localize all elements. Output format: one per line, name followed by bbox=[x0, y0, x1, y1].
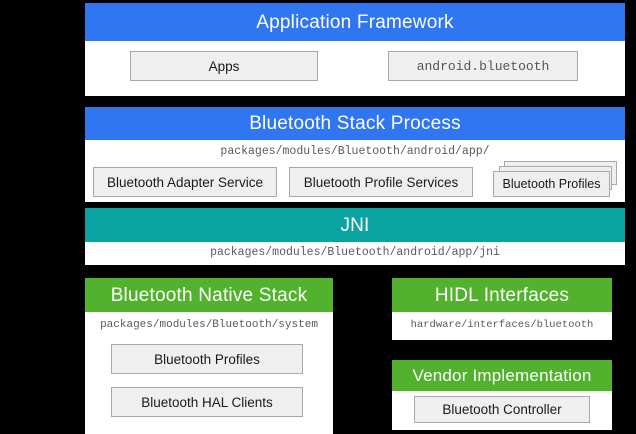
layer-hidl-interfaces: HIDL Interfaces hardware/interfaces/blue… bbox=[392, 278, 612, 340]
bluetooth-profiles-box: Bluetooth Profiles bbox=[493, 171, 610, 197]
bluetooth-hal-clients-box: Bluetooth HAL Clients bbox=[111, 387, 303, 417]
hidl-interfaces-body: hardware/interfaces/bluetooth bbox=[392, 312, 612, 340]
layer-vendor-implementation: Vendor Implementation Bluetooth Controll… bbox=[392, 360, 612, 430]
layer-jni: JNI packages/modules/Bluetooth/android/a… bbox=[85, 208, 625, 265]
bluetooth-native-stack-body: packages/modules/Bluetooth/system Blueto… bbox=[85, 312, 333, 434]
android-bluetooth-box: android.bluetooth bbox=[388, 51, 578, 81]
application-framework-body: Apps android.bluetooth bbox=[85, 41, 625, 96]
native-bluetooth-profiles-box: Bluetooth Profiles bbox=[111, 344, 303, 374]
jni-path-label: packages/modules/Bluetooth/android/app/j… bbox=[210, 246, 500, 259]
bluetooth-stack-process-header: Bluetooth Stack Process bbox=[85, 107, 625, 140]
bluetooth-controller-box: Bluetooth Controller bbox=[414, 396, 590, 423]
vendor-implementation-body: Bluetooth Controller bbox=[392, 391, 612, 430]
jni-body: packages/modules/Bluetooth/android/app/j… bbox=[85, 242, 625, 265]
bluetooth-native-stack-header: Bluetooth Native Stack bbox=[85, 278, 333, 312]
bluetooth-profiles-stack-group: Bluetooth Profiles bbox=[493, 161, 617, 197]
stack-process-path-label: packages/modules/Bluetooth/android/app/ bbox=[220, 145, 490, 158]
layer-application-framework: Application Framework Apps android.bluet… bbox=[85, 3, 625, 96]
jni-header: JNI bbox=[85, 208, 625, 242]
layer-bluetooth-native-stack: Bluetooth Native Stack packages/modules/… bbox=[85, 278, 333, 434]
vendor-implementation-header: Vendor Implementation bbox=[392, 360, 612, 391]
bluetooth-stack-process-body: packages/modules/Bluetooth/android/app/ … bbox=[85, 140, 625, 202]
bluetooth-profile-services-box: Bluetooth Profile Services bbox=[289, 167, 473, 197]
hidl-interfaces-header: HIDL Interfaces bbox=[392, 278, 612, 312]
apps-box: Apps bbox=[130, 51, 318, 81]
native-stack-path-label: packages/modules/Bluetooth/system bbox=[100, 319, 318, 331]
hidl-path-label: hardware/interfaces/bluetooth bbox=[410, 319, 594, 331]
layer-bluetooth-stack-process: Bluetooth Stack Process packages/modules… bbox=[85, 107, 625, 202]
application-framework-header: Application Framework bbox=[85, 3, 625, 41]
bluetooth-adapter-service-box: Bluetooth Adapter Service bbox=[93, 167, 277, 197]
stack-process-box-row: Bluetooth Adapter Service Bluetooth Prof… bbox=[93, 161, 617, 197]
